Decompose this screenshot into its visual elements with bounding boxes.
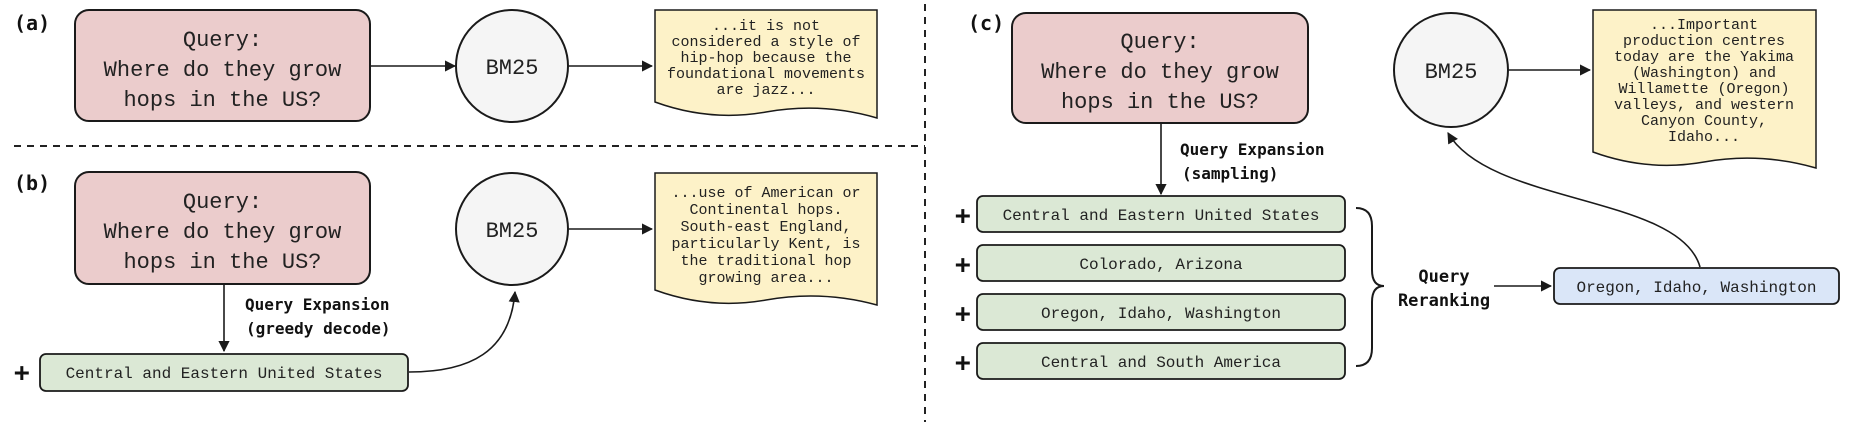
panel-a-doc-line-1: ...it is not <box>712 18 820 35</box>
panel-b-expansion-label-2: (greedy decode) <box>246 319 391 338</box>
panel-c-doc-line-7: Canyon County, <box>1641 113 1767 130</box>
panel-c-doc-line-3: today are the Yakima <box>1614 49 1794 66</box>
panel-a-query-line-3: hops in the US? <box>123 88 321 113</box>
panel-b-query-box <box>74 171 371 285</box>
panel-b-bm25-label: BM25 <box>486 219 539 244</box>
panel-b-expansion-label-1: Query Expansion <box>245 295 390 314</box>
panel-b-doc-line-4: particularly Kent, is <box>671 236 860 253</box>
panel-a-doc-line-5: are jazz... <box>716 82 815 99</box>
panel-a-doc-line-3: hip-hop because the <box>680 50 851 67</box>
panel-c-candidate-2-box <box>976 244 1346 282</box>
panel-b-doc-line-3: South-east England, <box>680 219 851 236</box>
panel-c-candidate-4-plus: + <box>955 348 971 378</box>
panel-c-expansion-label-2: (sampling) <box>1182 164 1278 183</box>
panel-c-candidate-3-box <box>976 293 1346 331</box>
panel-c-rerank-label-2: Reranking <box>1398 291 1490 311</box>
panel-c-doc-line-4: (Washington) and <box>1632 65 1776 82</box>
panel-c-candidate-3-text: Oregon, Idaho, Washington <box>1041 305 1281 323</box>
panel-c-query-line-1: Query: <box>1120 30 1199 55</box>
panel-c-candidate-4-box <box>976 342 1346 380</box>
panel-b-label: (b) <box>14 171 50 195</box>
panel-a: (a) Query: Where do they grow hops in th… <box>14 9 878 123</box>
panel-b-doc-line-2: Continental hops. <box>689 202 842 219</box>
panel-b-doc-line-1: ...use of American or <box>671 185 860 202</box>
panel-a-query-line-1: Query: <box>183 28 262 53</box>
panel-b-plus-sign: + <box>14 358 30 388</box>
panel-a-doc-line-2: considered a style of <box>671 34 860 51</box>
panel-c-candidate-3-plus: + <box>955 299 971 329</box>
panel-b-query-line-3: hops in the US? <box>123 250 321 275</box>
panel-b: (b) Query: Where do they grow hops in th… <box>14 171 878 392</box>
panel-b-doc-line-6: growing area... <box>698 270 833 287</box>
panel-a-query-box <box>74 9 371 122</box>
panel-c-doc-line-1: ...Important <box>1650 17 1758 34</box>
panel-b-expansion-text: Central and Eastern United States <box>66 365 383 383</box>
panel-c-selected-expansion-box <box>1553 267 1840 305</box>
panel-c-query-line-3: hops in the US? <box>1061 90 1259 115</box>
panel-b-query-line-2: Where do they grow <box>104 220 342 245</box>
panel-a-bm25-node <box>455 9 569 123</box>
panel-c-expansion-label-1: Query Expansion <box>1180 140 1325 159</box>
panel-c-doc-line-6: valleys, and western <box>1614 97 1794 114</box>
panel-b-bm25-node <box>455 172 569 286</box>
panel-c-rerank-label-1: Query <box>1418 267 1469 287</box>
panel-c-candidate-2-text: Colorado, Arizona <box>1079 256 1243 274</box>
panel-c-selected-expansion-text: Oregon, Idaho, Washington <box>1576 279 1816 297</box>
panel-a-document-shape <box>654 9 878 119</box>
panel-c-document-shape <box>1592 9 1817 169</box>
panel-a-query-line-2: Where do they grow <box>104 58 342 83</box>
panel-c-doc-line-5: Willamette (Oregon) <box>1618 81 1789 98</box>
panel-c-candidate-1-box <box>976 195 1346 233</box>
panel-c-bm25-node <box>1393 12 1509 128</box>
panel-c: (c) Query: Where do they grow hops in th… <box>955 9 1840 380</box>
panel-c-query-box <box>1011 12 1309 124</box>
panel-b-query-line-1: Query: <box>183 190 262 215</box>
panel-b-document-shape <box>654 172 878 306</box>
panel-c-candidate-1-plus: + <box>955 201 971 231</box>
panel-a-bm25-label: BM25 <box>486 56 539 81</box>
panel-a-doc-line-4: foundational movements <box>667 66 865 83</box>
panel-b-doc-line-5: the traditional hop <box>680 253 851 270</box>
panel-c-doc-line-8: Idaho... <box>1668 129 1740 146</box>
panel-c-selected-to-bm25-arrow <box>1447 132 1701 268</box>
panel-c-label: (c) <box>968 11 1004 35</box>
panel-b-expansion-box <box>39 353 409 392</box>
panel-c-doc-line-2: production centres <box>1623 33 1785 50</box>
panel-c-candidate-1-text: Central and Eastern United States <box>1003 207 1320 225</box>
panel-b-expansion-to-bm25-arrow <box>408 290 520 373</box>
panel-c-candidate-4-text: Central and South America <box>1041 354 1281 372</box>
panel-a-label: (a) <box>14 11 50 35</box>
panel-c-grouping-brace <box>1355 207 1385 367</box>
panel-c-query-line-2: Where do they grow <box>1041 60 1279 85</box>
panel-c-candidate-2-plus: + <box>955 250 971 280</box>
panel-c-bm25-label: BM25 <box>1425 60 1478 85</box>
